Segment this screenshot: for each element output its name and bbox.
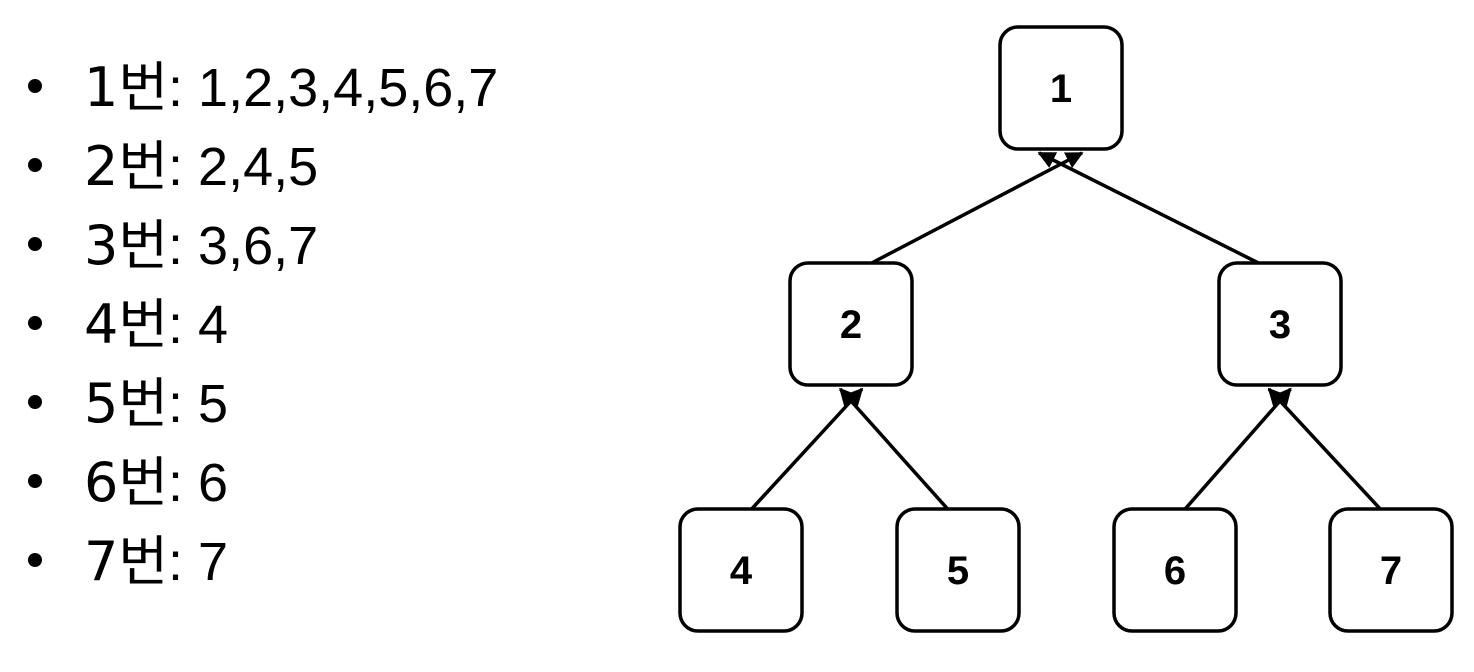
list-item-node: 5	[84, 372, 119, 435]
list-item-values: 7	[183, 532, 229, 592]
edge-layer	[748, 151, 1384, 513]
list-item-node: 6	[84, 451, 119, 514]
list-item-suffix: 번:	[118, 58, 184, 118]
node-label: 2	[840, 303, 862, 347]
node-box	[678, 507, 804, 633]
tree-node-1: 1	[998, 25, 1124, 151]
list-item-node: 3	[84, 214, 119, 277]
node-label: 5	[947, 549, 969, 593]
edge-arrow-3-to-1	[1037, 151, 1264, 267]
edge-arrow-6-to-3	[1182, 387, 1292, 513]
node-box	[788, 261, 914, 387]
list-item-values: 3,6,7	[183, 216, 319, 276]
node-box	[998, 25, 1124, 151]
bullet-icon	[28, 237, 42, 251]
tree-node-4: 4	[678, 507, 804, 633]
list-item-values: 6	[183, 453, 229, 513]
list-item-suffix: 번:	[118, 453, 184, 513]
node-box	[895, 507, 1021, 633]
bullet-icon	[28, 395, 42, 409]
edge-arrow-4-to-2	[748, 387, 864, 513]
list-item-values: 4	[183, 295, 229, 355]
bullet-icon	[28, 79, 42, 93]
list-item: 2번: 2,4,5	[28, 127, 498, 206]
list-item-values: 1,2,3,4,5,6,7	[183, 58, 499, 118]
edge-arrow-2-to-1	[866, 151, 1084, 267]
node-label: 1	[1050, 67, 1072, 111]
edge-arrow-5-to-2	[838, 387, 951, 513]
list-item: 1번: 1,2,3,4,5,6,7	[28, 48, 498, 127]
node-label: 7	[1380, 549, 1402, 593]
bullet-icon	[28, 474, 42, 488]
edge-arrow-7-to-3	[1267, 387, 1384, 513]
list-item: 4번: 4	[28, 285, 498, 364]
list-item-node: 2	[84, 135, 119, 198]
bullet-icon	[28, 158, 42, 172]
node-layer: 1 2 3 4 5 6 7	[678, 25, 1454, 633]
list-item-node: 4	[84, 293, 119, 356]
list-item-suffix: 번:	[118, 374, 184, 434]
list-item: 6번: 6	[28, 443, 498, 522]
tree-node-3: 3	[1217, 261, 1343, 387]
tree-node-7: 7	[1328, 507, 1454, 633]
node-label: 4	[730, 549, 753, 593]
subtree-list: 1번: 1,2,3,4,5,6,7 2번: 2,4,5 3번: 3,6,7 4번…	[28, 48, 498, 601]
list-item-values: 5	[183, 374, 229, 434]
list-item-suffix: 번:	[118, 532, 184, 592]
node-box	[1112, 507, 1238, 633]
node-box	[1328, 507, 1454, 633]
list-item: 7번: 7	[28, 522, 498, 601]
bullet-icon	[28, 316, 42, 330]
node-box	[1217, 261, 1343, 387]
list-item-suffix: 번:	[118, 295, 184, 355]
list-item: 3번: 3,6,7	[28, 206, 498, 285]
list-item-suffix: 번:	[118, 137, 184, 197]
tree-node-6: 6	[1112, 507, 1238, 633]
tree-node-5: 5	[895, 507, 1021, 633]
node-label: 6	[1164, 549, 1186, 593]
list-item: 5번: 5	[28, 364, 498, 443]
node-label: 3	[1269, 303, 1291, 347]
bullet-icon	[28, 553, 42, 567]
list-item-values: 2,4,5	[183, 137, 319, 197]
list-item-suffix: 번:	[118, 216, 184, 276]
list-item-node: 1	[84, 56, 119, 119]
tree-node-2: 2	[788, 261, 914, 387]
list-item-node: 7	[84, 530, 119, 593]
